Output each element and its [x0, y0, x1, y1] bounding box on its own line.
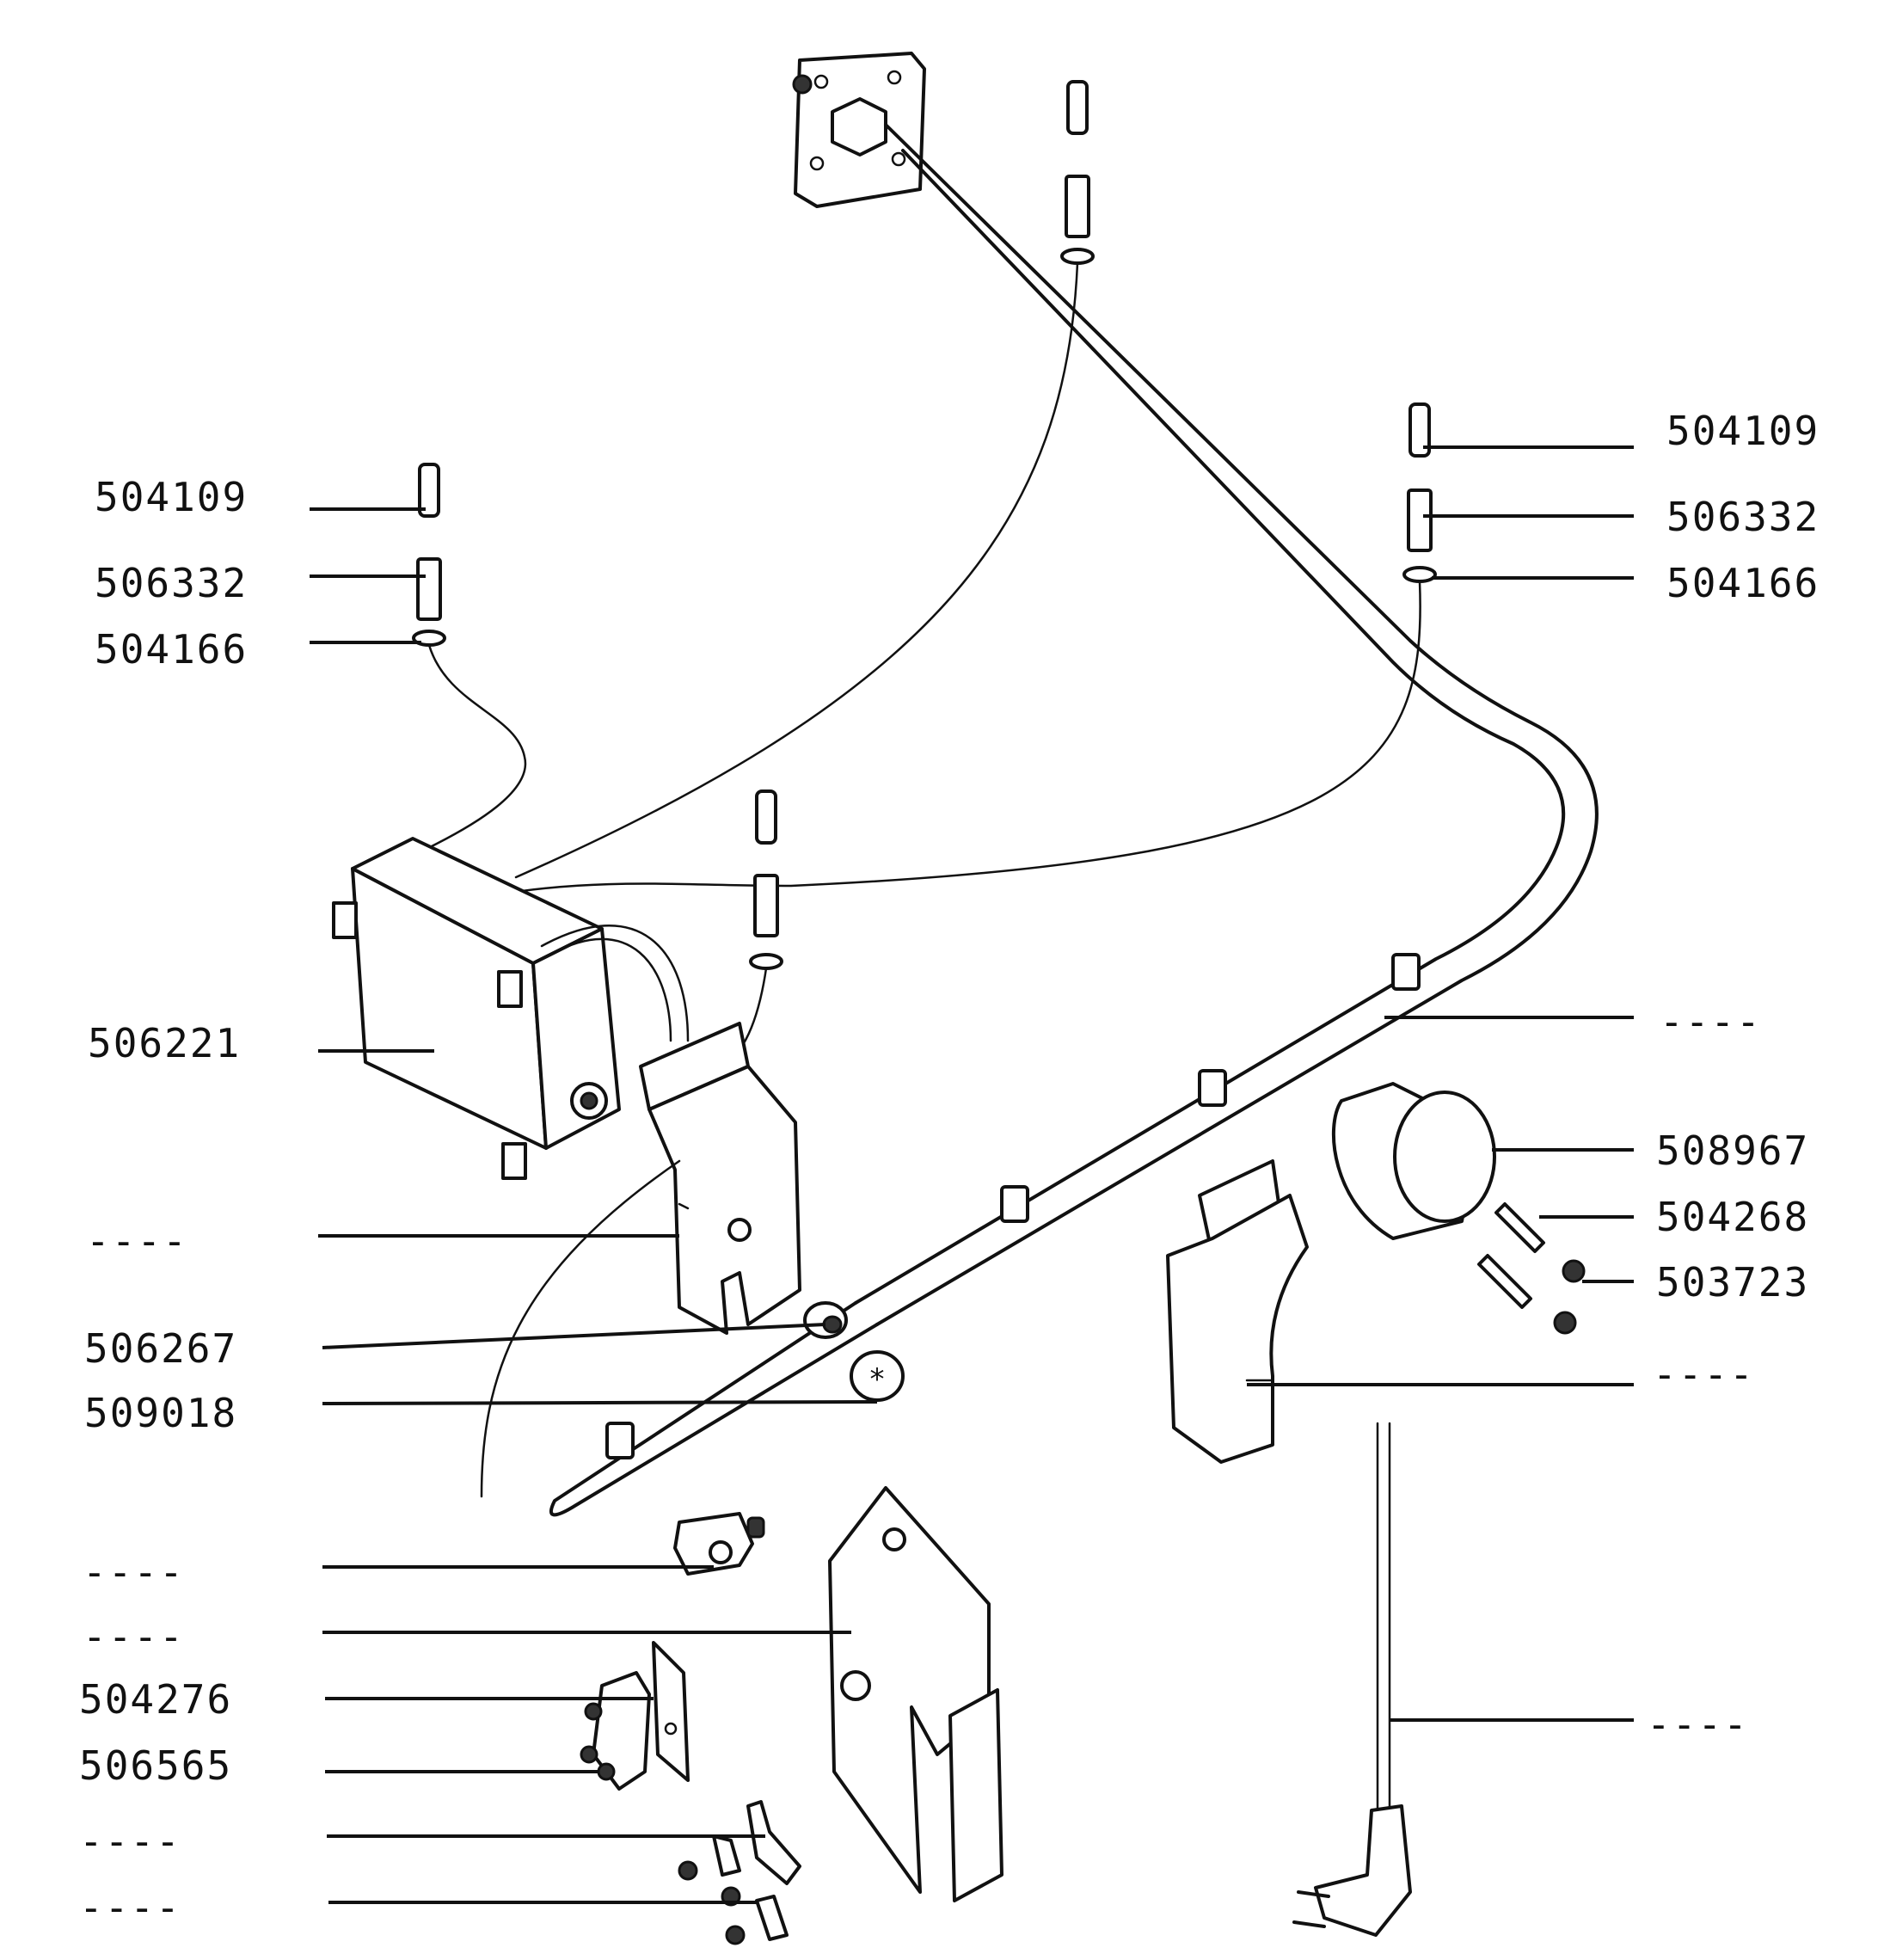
label-terminal-screws: 506565	[79, 1742, 233, 1789]
label-cover-plate: ----	[83, 1613, 185, 1660]
knob: *	[850, 1350, 905, 1402]
mounting-bracket	[639, 1022, 801, 1335]
connector-pin-icon	[418, 463, 440, 518]
label-top-left-washer: 504166	[95, 626, 249, 673]
knob-bushing	[803, 1301, 848, 1339]
main-tube	[549, 123, 1599, 1517]
connector-pin-icon	[755, 790, 777, 845]
lugs-and-screws	[678, 1800, 801, 1945]
connector-pin-icon	[1066, 80, 1089, 135]
tube-studs	[605, 953, 1421, 1459]
connector-pin-icon	[1408, 402, 1431, 458]
power-cord	[1292, 1422, 1412, 1937]
label-clip: ----	[83, 1549, 185, 1595]
label-power-cord: ----	[1647, 1701, 1749, 1748]
connector-top-right	[497, 402, 1437, 896]
wall-flange	[792, 52, 926, 208]
fuse	[1477, 1202, 1545, 1309]
power-plug-icon	[1314, 1804, 1412, 1937]
label-knob-bushing: 506267	[84, 1325, 238, 1372]
small-screws	[1553, 1259, 1586, 1335]
washer-icon	[1060, 248, 1095, 265]
connector-top-center	[514, 80, 1095, 879]
terminal-block	[580, 1641, 690, 1791]
svg-text:*: *	[870, 1362, 885, 1397]
connector-middle	[712, 790, 783, 1077]
label-knob: 509018	[84, 1390, 238, 1436]
washer-icon	[749, 953, 783, 970]
label-top-right-pin: 504109	[1666, 408, 1820, 454]
label-top-left-pin: 504109	[95, 474, 249, 520]
label-top-right-washer: 504166	[1666, 560, 1820, 606]
label-right-bracket: ----	[1653, 1351, 1755, 1398]
label-top-left-sleeve: 506332	[95, 560, 249, 606]
connector-top-left	[412, 463, 527, 849]
label-small-screw: 503723	[1656, 1259, 1810, 1306]
label-right-upper-rail: ----	[1660, 998, 1762, 1045]
label-terminal-block: 504276	[79, 1676, 233, 1723]
right-bracket	[1166, 1159, 1309, 1464]
label-cap: 508967	[1656, 1127, 1810, 1174]
cover-plate	[828, 1486, 1003, 1902]
round-cap	[1331, 1082, 1496, 1240]
label-switch-box: 506221	[88, 1020, 242, 1066]
label-lug-b: ----	[79, 1884, 181, 1931]
switch-box	[332, 837, 690, 1180]
loose-wire	[480, 1159, 681, 1498]
leader-lines	[310, 445, 1634, 1904]
label-top-right-sleeve: 506332	[1666, 494, 1820, 540]
washer-icon	[1402, 566, 1437, 583]
label-lug-a: ----	[79, 1818, 181, 1865]
label-fuse: 504268	[1656, 1194, 1810, 1240]
label-bracket: ----	[86, 1218, 188, 1264]
clip	[673, 1512, 765, 1576]
